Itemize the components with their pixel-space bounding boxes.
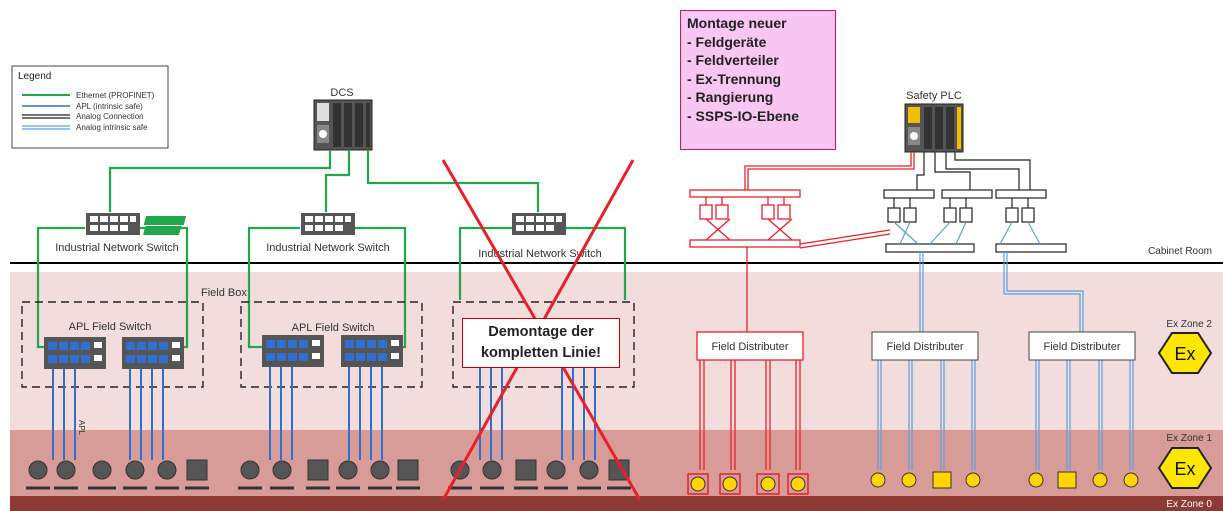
note-item: - SSPS-IO-Ebene — [687, 107, 800, 124]
note-title: Montage neuer — [687, 15, 787, 31]
legend: Legend Ethernet (PROFINET) APL (intrinsi… — [11, 65, 169, 149]
safety-plc-controller-icon — [904, 103, 964, 153]
svg-text:Legend: Legend — [18, 71, 51, 82]
profinet-logo-icon — [143, 216, 187, 235]
apl-switch-icon — [262, 335, 324, 367]
field-distributer-box — [696, 331, 804, 361]
demontage-note: Demontage der kompletten Linie! — [462, 318, 620, 368]
industrial-switch-icon — [301, 213, 355, 235]
industrial-switch-label: Industrial Network Switch — [266, 242, 390, 254]
svg-text:Ethernet (PROFINET): Ethernet (PROFINET) — [76, 91, 155, 100]
industrial-switch-icon — [512, 213, 566, 235]
field-box — [240, 301, 423, 388]
field-box — [21, 301, 204, 388]
zone-cabinet-label: Cabinet Room — [1148, 246, 1212, 257]
svg-text:Analog Connection: Analog Connection — [76, 112, 144, 121]
apl-cables — [52, 367, 596, 460]
demontage-line1: Demontage der — [488, 324, 594, 340]
analog-wiring — [883, 152, 1067, 253]
apl-switch-icon — [341, 335, 403, 367]
field-distributer-label: Field Distributer — [886, 341, 963, 353]
field-box — [452, 301, 635, 388]
industrial-switch-icon — [86, 213, 140, 235]
svg-text:Ex: Ex — [1174, 344, 1195, 364]
dcs-label: DCS — [330, 87, 353, 99]
note-item: - Feldverteiler — [687, 52, 779, 68]
safety-plc-label: Safety PLC — [906, 90, 962, 102]
apl-switch-icon — [44, 337, 106, 369]
ex-symbol-icon: Ex — [1157, 447, 1213, 489]
new-safety-wiring — [689, 152, 915, 470]
zone-ex0-band — [10, 496, 1223, 511]
field-distributer-box — [1028, 331, 1136, 361]
dcs-controller-icon — [313, 99, 373, 151]
demontage-line2: kompletten Linie! — [480, 345, 602, 361]
svg-text:Ex: Ex — [1174, 459, 1195, 479]
note-item: - Rangierung — [687, 89, 774, 105]
apl-switch-icon — [122, 337, 184, 369]
field-distributer-label: Field Distributer — [1043, 341, 1120, 353]
svg-text:Analog intrinsic safe: Analog intrinsic safe — [76, 123, 148, 132]
svg-text:APL (intrinsic safe): APL (intrinsic safe) — [76, 102, 143, 111]
installation-note: Montage neuer - Feldgeräte - Feldverteil… — [680, 10, 836, 150]
apl-cable-label: APL — [77, 420, 86, 436]
apl-switch-label: APL Field Switch — [69, 321, 152, 333]
ex-symbol-icon: Ex — [1157, 332, 1213, 374]
note-item: - Ex-Trennung — [687, 70, 782, 87]
zone-ex1-label: Ex Zone 1 — [1166, 433, 1212, 444]
industrial-switch-label: Industrial Network Switch — [478, 248, 602, 260]
device-icon — [687, 471, 1139, 495]
zone-ex0-label: Ex Zone 0 — [1166, 499, 1212, 510]
apl-switch-label: APL Field Switch — [292, 322, 375, 334]
industrial-switch-label: Industrial Network Switch — [55, 242, 179, 254]
note-item: - Feldgeräte — [687, 33, 767, 50]
field-box-label: Field Box — [201, 287, 247, 299]
field-distributer-label: Field Distributer — [711, 341, 788, 353]
field-distributer-box — [871, 331, 979, 361]
zone-ex2-label: Ex Zone 2 — [1166, 319, 1212, 330]
analog-is-wiring — [877, 221, 1134, 470]
